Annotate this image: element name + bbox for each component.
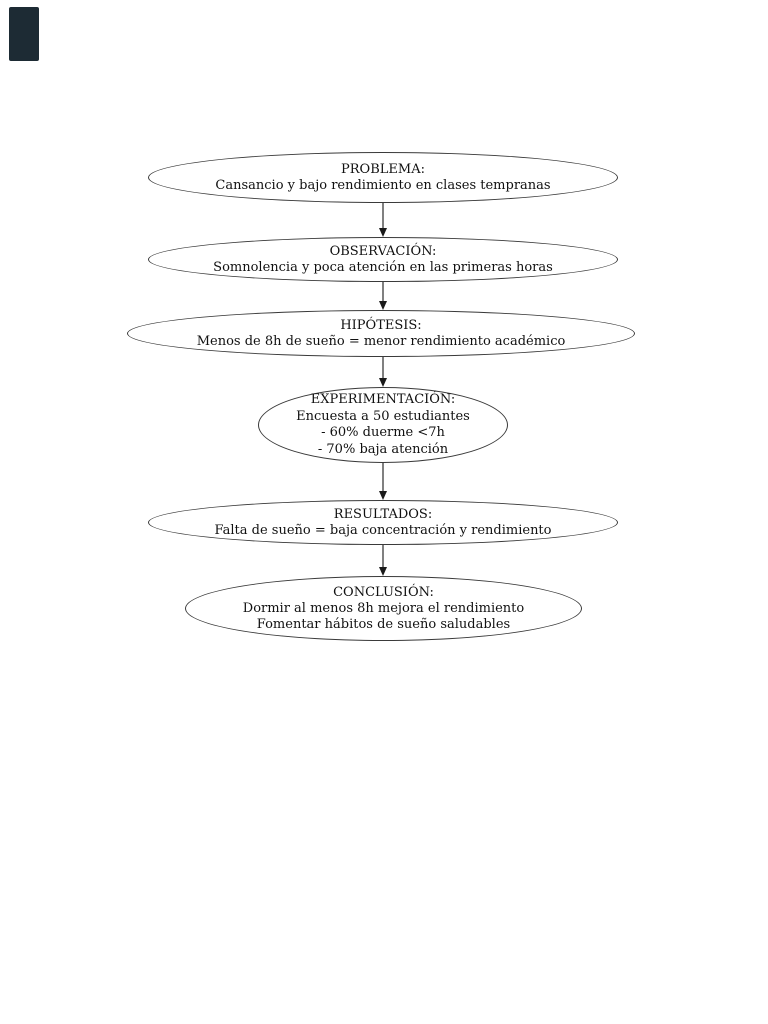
flowchart-node-resultados: RESULTADOS: Falta de sueño = baja concen… (148, 500, 618, 545)
flowchart-node-hipotesis: HIPÓTESIS: Menos de 8h de sueño = menor … (127, 310, 635, 357)
node-text: - 70% baja atención (317, 441, 449, 457)
node-text: Cansancio y bajo rendimiento en clases t… (215, 177, 551, 193)
node-text: Somnolencia y poca atención en las prime… (213, 259, 553, 275)
node-text: Menos de 8h de sueño = menor rendimiento… (196, 333, 566, 349)
flow-arrow (378, 282, 388, 310)
flow-arrow (378, 357, 388, 387)
node-title: HIPÓTESIS: (340, 317, 422, 333)
node-title: EXPERIMENTACIÓN: (310, 392, 456, 407)
node-text: Encuesta a 50 estudiantes (296, 408, 470, 424)
arrow-head-icon (379, 378, 387, 387)
flowchart-node-problema: PROBLEMA: Cansancio y bajo rendimiento e… (148, 152, 618, 203)
arrow-stem (382, 545, 384, 567)
flow-arrow (378, 545, 388, 576)
node-title: PROBLEMA: (341, 161, 425, 177)
corner-mark (9, 7, 39, 61)
node-title: OBSERVACIÓN: (329, 243, 437, 259)
node-text: Fomentar hábitos de sueño saludables (256, 616, 511, 632)
arrow-head-icon (379, 491, 387, 500)
node-text: Falta de sueño = baja concentración y re… (214, 522, 552, 538)
flowchart-node-experimentacion: EXPERIMENTACIÓN: Encuesta a 50 estudiant… (258, 387, 508, 463)
node-title: CONCLUSIÓN: (333, 584, 434, 600)
arrow-stem (382, 357, 384, 378)
arrow-head-icon (379, 567, 387, 576)
arrow-stem (382, 463, 384, 491)
arrow-head-icon (379, 228, 387, 237)
flow-arrow (378, 463, 388, 500)
node-title: RESULTADOS: (333, 506, 433, 522)
flowchart-node-observacion: OBSERVACIÓN: Somnolencia y poca atención… (148, 237, 618, 282)
arrow-stem (382, 203, 384, 228)
node-text: - 60% duerme <7h (321, 425, 445, 440)
flow-arrow (378, 203, 388, 237)
arrow-stem (382, 282, 384, 301)
node-text: Dormir al menos 8h mejora el rendimiento (242, 600, 525, 616)
flowchart-node-conclusion: CONCLUSIÓN: Dormir al menos 8h mejora el… (185, 576, 582, 641)
arrow-head-icon (379, 301, 387, 310)
